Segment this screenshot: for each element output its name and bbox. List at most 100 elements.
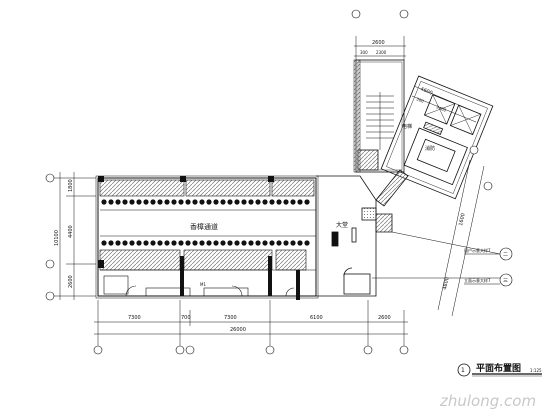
tree-symbol — [150, 199, 156, 205]
callout-symbols — [499, 247, 513, 287]
bottom-axis-markers — [93, 345, 409, 355]
tree-symbol — [283, 240, 289, 246]
lobby-label: 大堂 — [336, 221, 348, 229]
tree-symbol — [255, 199, 261, 205]
tree-symbol — [171, 199, 177, 205]
callout-1-text: 窗户示意大样7 — [464, 247, 491, 253]
tree-symbol — [171, 240, 177, 246]
tree-symbol — [178, 240, 184, 246]
dim-bottom-2: 700 — [181, 315, 191, 321]
tree-symbol — [129, 240, 135, 246]
dim-top-3: 2300 — [376, 50, 387, 55]
lift-label: 电梯 — [402, 123, 412, 130]
dim-wing-1: 4600 — [419, 86, 433, 96]
connector-walls — [375, 169, 409, 233]
drawing-number: 1 — [461, 367, 465, 374]
dim-left-total: 10100 — [54, 230, 60, 246]
tree-symbol — [241, 240, 247, 246]
dim-bottom-4: 6100 — [310, 315, 323, 321]
tree-symbol — [136, 240, 142, 246]
dim-bottom-1: 7300 — [128, 315, 141, 321]
dim-wing-3: 2400 — [436, 104, 448, 113]
tree-symbol — [115, 240, 121, 246]
tree-symbol — [115, 199, 121, 205]
fire-label: 消防 — [425, 145, 435, 152]
tree-symbol — [185, 240, 191, 246]
side-dimension-lines — [437, 159, 485, 317]
dim-bottom-total: 26000 — [230, 327, 246, 333]
tree-symbol — [297, 240, 303, 246]
tree-symbol — [213, 240, 219, 246]
tree-symbol — [290, 199, 296, 205]
tree-symbol — [199, 240, 205, 246]
dim-left-1: 1800 — [68, 179, 74, 192]
watermark: zhulong.com — [439, 392, 536, 410]
left-axis-markers — [45, 173, 55, 301]
tree-symbol — [143, 240, 149, 246]
tree-symbol — [269, 199, 275, 205]
upper-wall-band — [99, 179, 315, 197]
dim-top-1: 2600 — [372, 40, 385, 46]
drawing-scale: 1:125 — [530, 368, 542, 373]
tree-symbol — [101, 240, 107, 246]
tree-symbol — [227, 240, 233, 246]
tree-symbol — [269, 240, 275, 246]
tree-symbol — [150, 240, 156, 246]
tree-symbol — [283, 199, 289, 205]
tree-symbol — [248, 240, 254, 246]
corridor-label: 香樟通道 — [190, 222, 218, 231]
tree-symbol — [157, 199, 163, 205]
callout-2-text: 立面示意大样7 — [464, 277, 491, 283]
tree-symbol — [276, 240, 282, 246]
stair-tower — [355, 59, 405, 173]
dim-left-2: 4400 — [68, 225, 74, 238]
top-dimension-lines — [354, 36, 481, 123]
columns — [98, 176, 300, 300]
title-block — [457, 363, 542, 377]
tree-symbol — [101, 199, 107, 205]
tree-symbol — [213, 199, 219, 205]
tree-symbol — [241, 199, 247, 205]
tree-symbol — [234, 240, 240, 246]
tree-symbol — [234, 199, 240, 205]
dim-bottom-3: 7300 — [224, 315, 237, 321]
tree-symbol — [262, 199, 268, 205]
tree-row-top — [101, 199, 310, 205]
dim-wing-2: 300 — [416, 96, 425, 104]
tree-symbol — [108, 199, 114, 205]
dim-bottom-5: 2600 — [378, 315, 391, 321]
dim-left-3: 2600 — [68, 275, 74, 288]
shopfront — [100, 269, 316, 297]
tree-symbol — [178, 199, 184, 205]
tree-symbol — [136, 199, 142, 205]
tree-symbol — [164, 240, 170, 246]
lobby — [316, 175, 377, 297]
tree-symbol — [262, 240, 268, 246]
tree-symbol — [255, 240, 261, 246]
drawing-title: 平面布置图 — [476, 362, 521, 374]
tree-symbol — [227, 199, 233, 205]
tree-symbol — [304, 240, 310, 246]
tree-symbol — [206, 199, 212, 205]
tree-symbol — [129, 199, 135, 205]
dim-top-2: 300 — [360, 50, 368, 55]
top-axis-markers — [351, 9, 493, 191]
tree-symbol — [122, 199, 128, 205]
left-dimension-lines — [54, 172, 96, 300]
tree-symbol — [192, 199, 198, 205]
tree-symbol — [220, 199, 226, 205]
tree-symbol — [276, 199, 282, 205]
callout-2-symbol: 三 — [503, 278, 508, 284]
tree-symbol — [199, 199, 205, 205]
tree-symbol — [290, 240, 296, 246]
tree-symbol — [143, 199, 149, 205]
tree-symbol — [206, 240, 212, 246]
callout-1-symbol: 二 — [503, 252, 508, 258]
tree-symbol — [220, 240, 226, 246]
tree-symbol — [304, 199, 310, 205]
tree-symbol — [157, 240, 163, 246]
dim-side-2: 4800 — [442, 277, 451, 291]
tree-symbol — [248, 199, 254, 205]
stair-tower-hatch — [353, 59, 361, 173]
